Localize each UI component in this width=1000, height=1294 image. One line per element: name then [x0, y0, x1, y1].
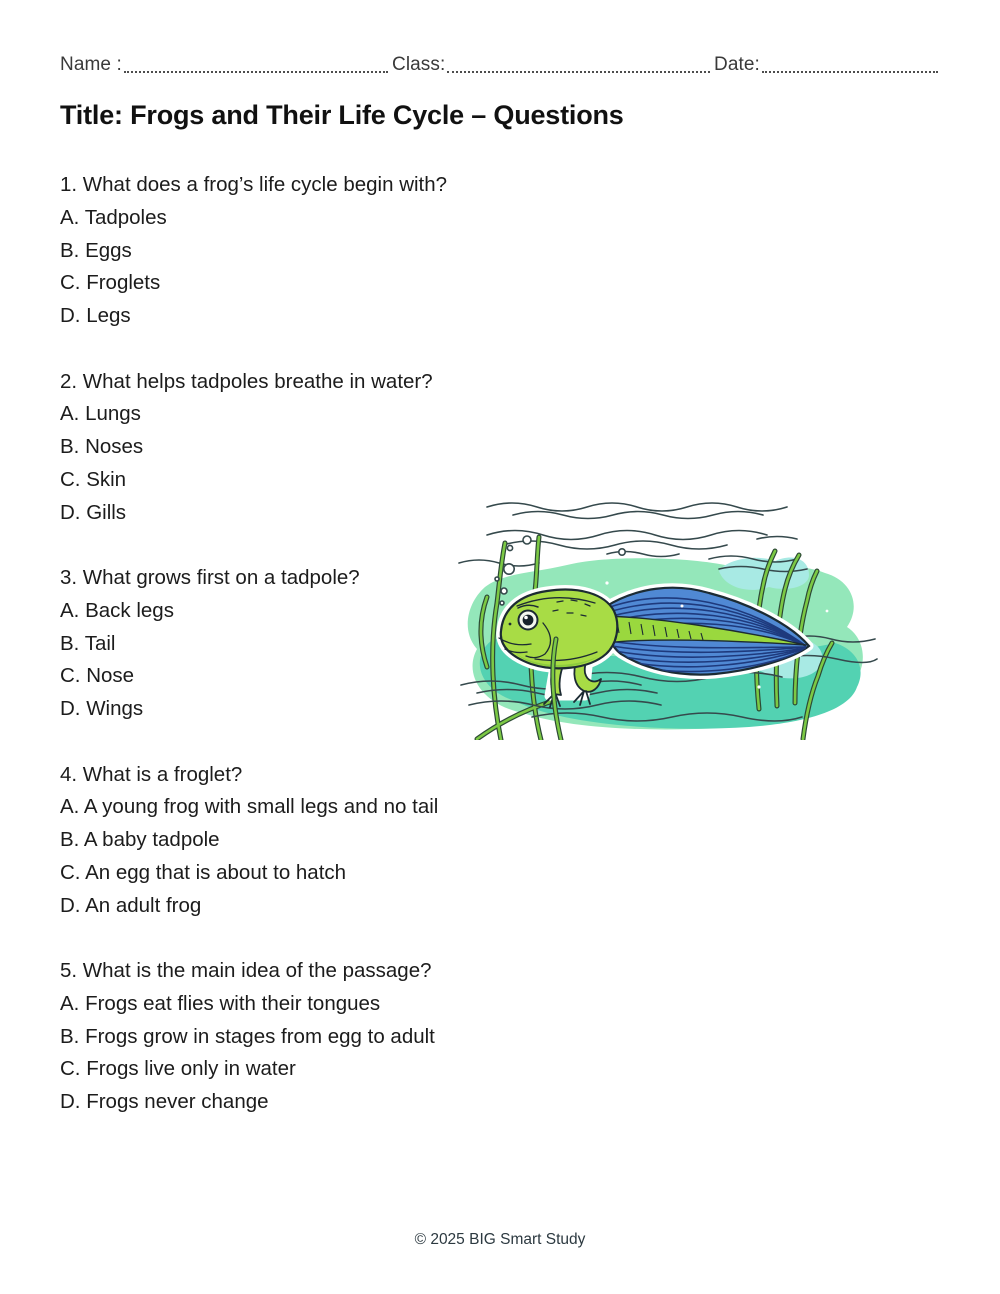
question-text: 3. What grows first on a tadpole?: [60, 566, 360, 589]
question-text: 2. What helps tadpoles breathe in water?: [60, 369, 433, 393]
name-fill-line: [123, 53, 388, 73]
name-label: Name :: [60, 54, 122, 75]
option-c: C. An egg that is about to hatch: [60, 860, 347, 884]
header-fill-in-row: Name : Class: Date:: [60, 53, 942, 77]
sparkles: [573, 559, 829, 698]
footer-copyright: © 2025 BIG Smart Study: [414, 1231, 586, 1248]
question-block-3: 3. What grows first on a tadpole? A. Bac…: [60, 562, 680, 726]
option-b: B. Noses: [60, 435, 144, 458]
date-label: Date:: [714, 54, 760, 75]
surface-ripples: [458, 502, 808, 573]
option-a: A. A young frog with small legs and no t…: [60, 795, 439, 819]
question-block-2: 2. What helps tadpoles breathe in water?…: [60, 366, 680, 530]
option-b: B. Tail: [60, 631, 116, 655]
option-a: A. Back legs: [60, 598, 174, 622]
question-block-1: 1. What does a frog’s life cycle begin w…: [60, 169, 680, 333]
tadpole: [496, 583, 814, 708]
option-c: C. Nose: [60, 664, 135, 688]
option-b: B. Frogs grow in stages from egg to adul…: [60, 1024, 435, 1048]
option-a: A. Tadpoles: [60, 205, 167, 229]
page-title: Title: Frogs and Their Life Cycle – Ques…: [60, 100, 624, 130]
date-field: Date:: [714, 53, 942, 77]
option-c: C. Frogs live only in water: [60, 1057, 296, 1081]
question-text: 4. What is a froglet?: [60, 762, 243, 786]
bubbles: [494, 535, 627, 606]
option-d: D. Wings: [60, 697, 144, 720]
class-fill-line: [447, 53, 710, 73]
option-d: D. An adult frog: [60, 893, 202, 917]
option-c: C. Skin: [60, 467, 127, 491]
tadpole-pond-scene: [458, 502, 878, 740]
option-c: C. Froglets: [60, 271, 161, 295]
question-block-5: 5. What is the main idea of the passage?…: [60, 955, 680, 1119]
option-d: D. Gills: [60, 500, 127, 524]
question-block-4: 4. What is a froglet? A. A young frog wi…: [60, 759, 680, 923]
option-b: B. A baby tadpole: [60, 828, 220, 851]
question-text: 1. What does a frog’s life cycle begin w…: [60, 173, 448, 196]
option-d: D. Legs: [60, 304, 131, 327]
seaweed-front: [550, 636, 564, 740]
question-text: 5. What is the main idea of the passage?: [60, 959, 432, 982]
date-fill-line: [761, 53, 938, 73]
class-field: Class:: [392, 53, 714, 77]
option-a: A. Frogs eat flies with their tongues: [60, 991, 381, 1015]
class-label: Class:: [392, 54, 446, 75]
option-d: D. Frogs never change: [60, 1090, 269, 1113]
option-a: A. Lungs: [60, 402, 141, 426]
name-field: Name :: [60, 53, 392, 77]
questions-list: 1. What does a frog’s life cycle begin w…: [60, 169, 680, 1152]
tadpole-illustration: [457, 491, 878, 740]
option-b: B. Eggs: [60, 238, 132, 262]
